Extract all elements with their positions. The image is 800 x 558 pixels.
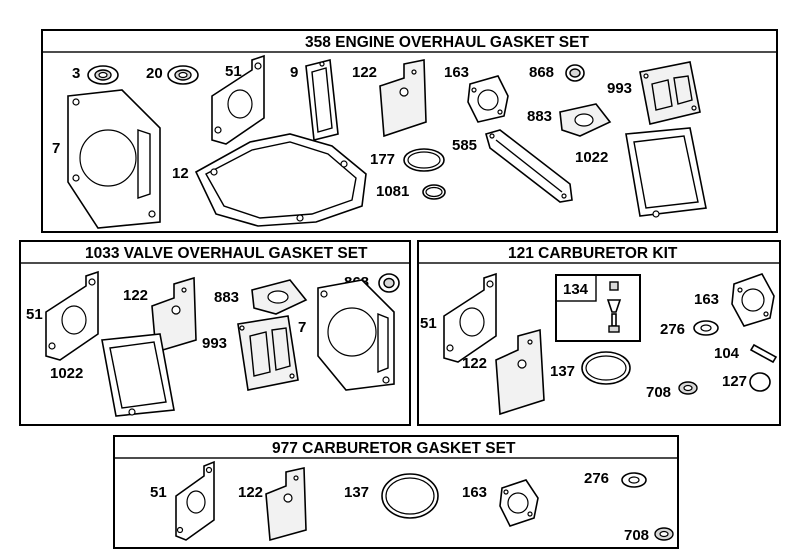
part-label: 163 xyxy=(444,64,469,81)
part-label: 177 xyxy=(370,151,395,168)
part-float-bowl-gasket xyxy=(381,473,439,519)
part-label: 51 xyxy=(225,63,242,80)
section-title: 977 CARBURETOR GASKET SET xyxy=(272,440,516,457)
part-label: 104 xyxy=(714,345,740,362)
part-carburetor-gasket xyxy=(731,273,775,327)
part-washer-small xyxy=(654,527,674,541)
needle-valve-label-box xyxy=(555,274,597,302)
part-valve-seal xyxy=(565,64,585,82)
part-insulator-plate xyxy=(379,59,427,138)
section-header xyxy=(19,240,411,264)
section-header xyxy=(41,29,778,53)
part-label: 122 xyxy=(462,355,487,372)
part-plug xyxy=(749,372,771,392)
part-washer xyxy=(693,320,719,336)
part-valve-cover-gasket xyxy=(639,61,701,125)
part-intake-gasket-small xyxy=(251,279,308,315)
part-label: 7 xyxy=(298,319,306,336)
part-label: 122 xyxy=(352,64,377,81)
part-label: 51 xyxy=(420,315,437,332)
section-title: 358 ENGINE OVERHAUL GASKET SET xyxy=(305,34,589,51)
part-label: 51 xyxy=(26,306,43,323)
part-label: 276 xyxy=(660,321,685,338)
part-label: 122 xyxy=(238,484,263,501)
part-label: 708 xyxy=(646,384,671,401)
section-title: 1033 VALVE OVERHAUL GASKET SET xyxy=(85,245,368,262)
part-label: 883 xyxy=(527,108,552,125)
part-label: 20 xyxy=(146,65,163,82)
part-insulator-plate xyxy=(495,328,545,416)
part-oil-seal xyxy=(87,65,119,85)
part-intake-gasket-small xyxy=(559,103,612,137)
part-washer xyxy=(621,472,647,488)
part-label: 163 xyxy=(462,484,487,501)
part-label: 9 xyxy=(290,64,298,81)
section-carburetor-gasket-set: 977 CARBURETOR GASKET SET 51 122 137 xyxy=(113,435,679,549)
part-o-ring-inner xyxy=(407,151,441,169)
needle-valve-box xyxy=(555,274,641,342)
section-valve-overhaul: 1033 VALVE OVERHAUL GASKET SET 51 122 88… xyxy=(19,240,411,426)
part-label: 7 xyxy=(52,140,60,157)
part-label: 1081 xyxy=(376,183,409,200)
part-valve-seal xyxy=(378,273,400,293)
part-label: 127 xyxy=(722,373,747,390)
part-label: 51 xyxy=(150,484,167,501)
part-label: 134 xyxy=(563,281,589,298)
part-label: 1022 xyxy=(50,365,83,382)
part-label: 163 xyxy=(694,291,719,308)
part-intake-gasket xyxy=(211,54,265,145)
part-head-gasket xyxy=(67,89,161,229)
part-intake-gasket xyxy=(175,460,215,541)
part-label: 276 xyxy=(584,470,609,487)
part-label: 883 xyxy=(214,289,239,306)
section-header xyxy=(417,240,781,264)
part-pin xyxy=(749,343,778,364)
part-intake-gasket xyxy=(45,270,99,361)
part-washer-small xyxy=(678,381,698,395)
part-valve-cover-gasket xyxy=(237,315,299,391)
part-carburetor-gasket xyxy=(499,479,539,527)
part-label: 993 xyxy=(202,335,227,352)
part-head-gasket xyxy=(317,279,395,391)
part-label: 137 xyxy=(344,484,369,501)
section-carburetor-kit: 121 CARBURETOR KIT 134 51 163 xyxy=(417,240,781,426)
part-label: 868 xyxy=(529,64,554,81)
part-oil-seal xyxy=(167,65,199,85)
part-ring-inner xyxy=(425,186,443,198)
part-float-bowl-gasket xyxy=(581,351,631,385)
part-label: 122 xyxy=(123,287,148,304)
part-crankcase-gasket xyxy=(194,133,367,227)
section-title: 121 CARBURETOR KIT xyxy=(508,245,678,262)
part-intake-gasket xyxy=(443,272,497,363)
part-carburetor-gasket xyxy=(467,75,509,123)
part-gasket-strip xyxy=(485,129,573,203)
part-label: 585 xyxy=(452,137,477,154)
part-rocker-cover-gasket xyxy=(625,127,707,218)
part-insulator-plate xyxy=(265,467,307,542)
part-label: 993 xyxy=(607,80,632,97)
part-label: 1022 xyxy=(575,149,608,166)
part-label: 137 xyxy=(550,363,575,380)
part-label: 708 xyxy=(624,527,649,544)
part-needle-valve xyxy=(606,281,622,333)
part-rocker-cover-gasket xyxy=(101,333,175,417)
section-header xyxy=(113,435,679,459)
part-label: 3 xyxy=(72,65,80,82)
part-breather-gasket xyxy=(305,59,339,141)
section-engine-overhaul: 358 ENGINE OVERHAUL GASKET SET 3 20 51 xyxy=(41,29,778,233)
part-label: 12 xyxy=(172,165,189,182)
